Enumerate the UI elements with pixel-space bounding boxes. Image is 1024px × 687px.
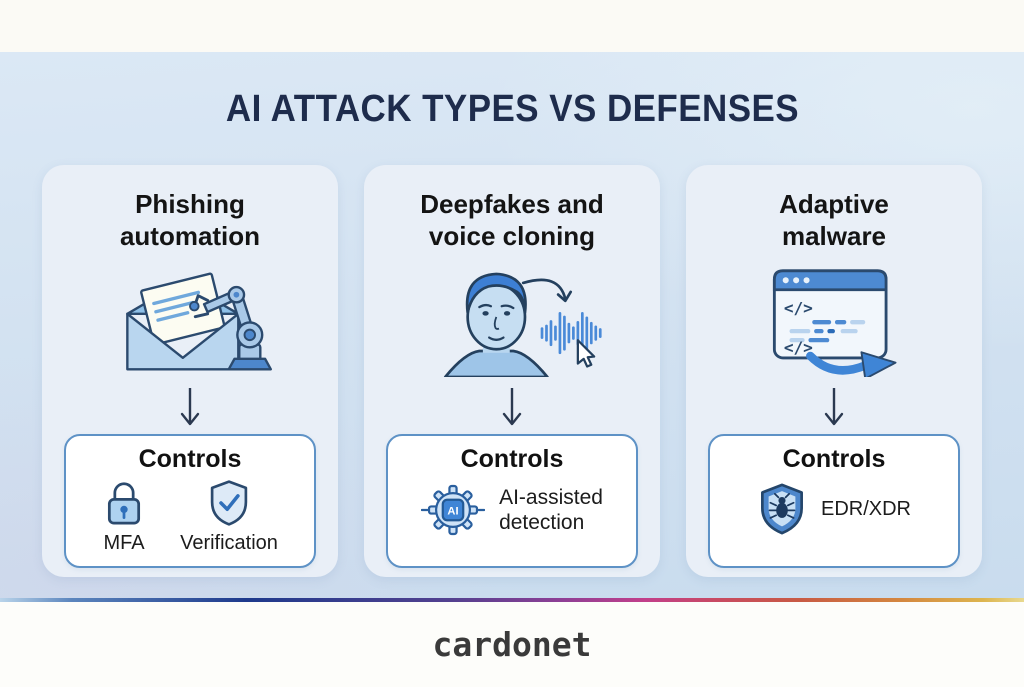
controls-title: Controls — [782, 445, 886, 474]
control-item-mfa: MFA — [102, 479, 146, 555]
infographic-canvas: AI ATTACK TYPES VS DEFENSES Phishing aut… — [0, 52, 1024, 598]
controls-box: Controls EDR/XDR — [708, 434, 960, 569]
control-label: EDR/XDR — [820, 497, 911, 520]
card-deepfakes-voice-cloning: Deepfakes and voice cloning — [364, 165, 660, 577]
attack-heading: Phishing automation — [119, 189, 261, 251]
footer: cardonet — [0, 602, 1024, 687]
down-arrow-icon — [824, 388, 844, 426]
code-glyph-bottom: </> — [784, 339, 813, 358]
verification-shield-check-icon — [210, 480, 248, 527]
rainbow-divider-line — [0, 598, 1024, 602]
card-phishing-automation: Phishing automation — [42, 165, 338, 577]
page-title: AI ATTACK TYPES VS DEFENSES — [0, 88, 1024, 131]
flow-arrow — [179, 386, 201, 432]
adaptive-malware-icon: </> </> — [763, 256, 905, 386]
attack-heading: Adaptive malware — [779, 189, 889, 251]
ai-gear-icon: AI — [421, 485, 486, 536]
controls-title: Controls — [460, 445, 564, 474]
control-item-edr-xdr: EDR/XDR — [757, 482, 911, 536]
attack-columns: Phishing automation — [42, 165, 982, 577]
attack-heading: Deepfakes and voice cloning — [420, 189, 604, 251]
down-arrow-icon — [502, 388, 522, 426]
phishing-automation-icon — [106, 256, 274, 386]
controls-title: Controls — [138, 445, 242, 474]
mfa-lock-icon — [108, 482, 141, 525]
control-item-ai-detection: AI AI-assisted detection — [421, 482, 603, 538]
brand-logo: cardonet — [432, 625, 592, 664]
control-label: AI-assisted detection — [499, 485, 603, 535]
code-glyph-top: </> — [784, 299, 813, 318]
down-arrow-icon — [180, 388, 200, 426]
flow-arrow — [823, 386, 845, 432]
page-title-text: AI ATTACK TYPES VS DEFENSES — [225, 88, 799, 130]
control-item-verification: Verification — [180, 479, 278, 555]
ai-chip-label: AI — [448, 506, 459, 518]
card-adaptive-malware: Adaptive malware </> — [686, 165, 982, 577]
controls-box: Controls MFA — [64, 434, 316, 569]
top-margin-strip — [0, 0, 1024, 52]
control-label: MFA — [103, 532, 145, 555]
deepfake-voice-cloning-icon — [411, 256, 613, 386]
shield-bug-icon — [761, 483, 803, 535]
flow-arrow — [501, 386, 523, 432]
control-label: Verification — [180, 532, 278, 555]
controls-box: Controls — [386, 434, 638, 569]
